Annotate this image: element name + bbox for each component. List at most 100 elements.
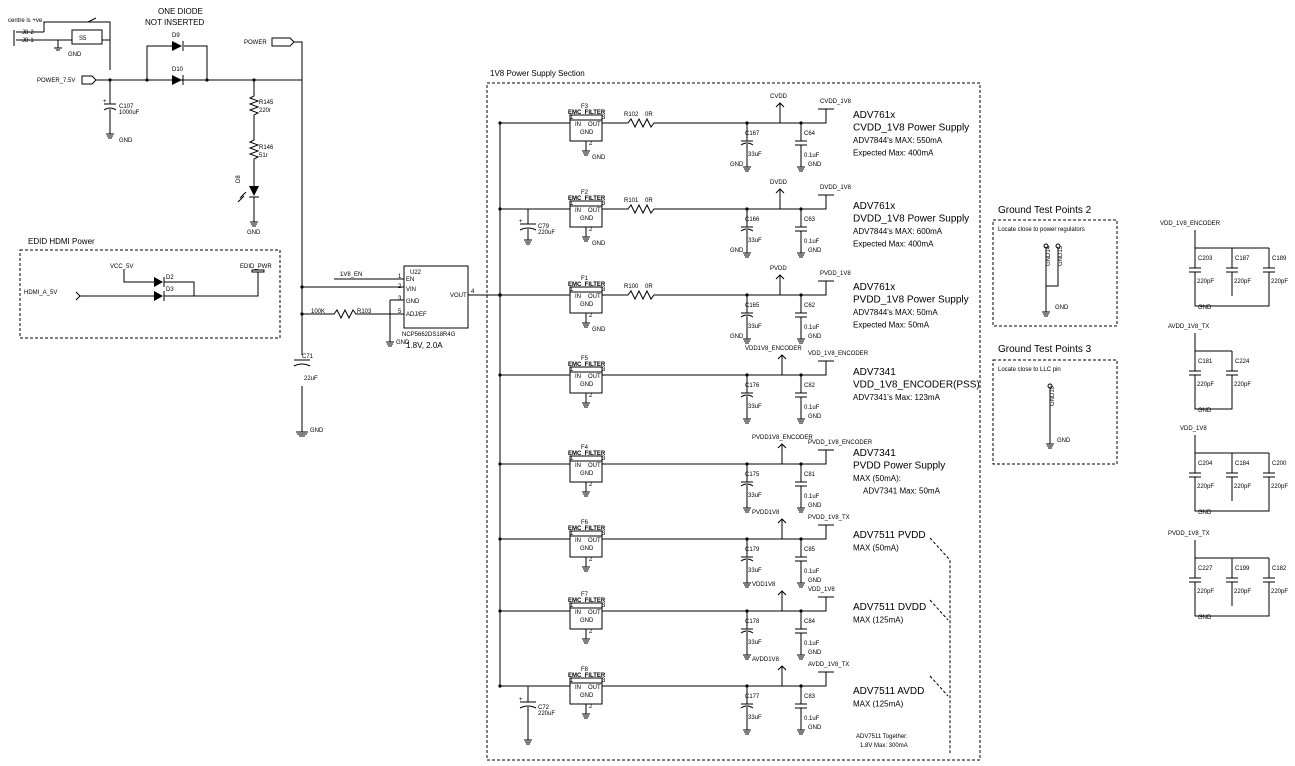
emc-filter <box>569 530 603 558</box>
decoupling-cap-ref: C189 <box>1272 256 1287 262</box>
decoupling-cap-ref: C200 <box>1272 461 1287 467</box>
gnd-tp3-title: Ground Test Points 3 <box>998 344 1092 355</box>
c107-ref: C107 <box>119 104 134 110</box>
u22-gnd: GND <box>396 340 410 346</box>
c107-gnd: GND <box>119 138 133 144</box>
filter-pin-2: 2 <box>589 629 593 635</box>
filter-title: EMC_FILTER <box>568 598 606 604</box>
switch-s5 <box>71 29 103 45</box>
supply-desc-line: ADV7511 DVDD <box>853 602 926 613</box>
c71-val: 22uF <box>304 376 318 382</box>
supply-desc-line: ADV7844's MAX: 50mA <box>853 308 938 317</box>
filter-out: OUT <box>588 463 601 469</box>
supply-desc-line: PVDD Power Supply <box>853 461 945 472</box>
decoupling-cap <box>1226 453 1238 501</box>
filter-out: OUT <box>588 610 601 616</box>
u22-pinnum-5: 5 <box>398 309 402 315</box>
decoupling-cap <box>1263 558 1275 606</box>
edid-hdmi: HDMI_A_5V <box>24 290 57 296</box>
filter-ref: F4 <box>581 445 589 451</box>
emc-filter <box>569 677 603 705</box>
filter-out: OUT <box>588 374 601 380</box>
cap-a-val: 33uF <box>748 568 762 574</box>
filter-pin-1: 1 <box>570 287 574 293</box>
filter-gnd-text: GND <box>580 130 594 136</box>
decoupling-group: VDD_1V8_ENCODERC203220pFC187220pFC189220… <box>1160 221 1288 311</box>
decoupling-cap <box>1189 351 1201 399</box>
cap-b-ref: C63 <box>804 217 816 223</box>
filter-ref: F8 <box>581 667 589 673</box>
decoupling-group: PVDD_1V8_TXC227220pFC199220pFC182220pFGN… <box>1168 531 1288 621</box>
filter-pin-1: 1 <box>570 367 574 373</box>
net-flag: VDD_1V8_ENCODER <box>808 351 869 357</box>
net-1v8-en: 1V8_EN <box>340 272 362 278</box>
filter-gnd-text: GND <box>580 471 594 477</box>
decoupling-cap-val: 220pF <box>1197 589 1214 595</box>
filter-pin-3: 3 <box>602 115 606 121</box>
filter-title: EMC_FILTER <box>568 526 606 532</box>
net-flag: CVDD_1V8 <box>820 99 852 105</box>
supply-desc-line: ADV761x <box>853 282 895 293</box>
decoupling-cap-val: 220pF <box>1271 484 1288 490</box>
filter-in: IN <box>575 294 581 300</box>
gnd-tp2-title: Ground Test Points 2 <box>998 205 1092 216</box>
emc-filter <box>569 114 603 142</box>
c72-val: 220uF <box>538 711 555 717</box>
gnd-tp2-gnd: GND <box>1055 305 1069 311</box>
filter-pin-2: 2 <box>589 227 593 233</box>
filter-gnd-text: GND <box>580 693 594 699</box>
filter-pin-2: 2 <box>589 482 593 488</box>
decoupling-net: VDD_1V8 <box>1180 426 1207 432</box>
decoupling-cap-val: 220pF <box>1271 589 1288 595</box>
filter-pin-1: 1 <box>570 456 574 462</box>
cap-b-val: 0.1uF <box>804 716 820 722</box>
cap-a-val: 33uF <box>748 640 762 646</box>
decoupling-cap-ref: C227 <box>1198 566 1213 572</box>
filter-out: OUT <box>588 294 601 300</box>
decoupling-cap-val: 220pF <box>1197 484 1214 490</box>
cap-a-ref: C175 <box>745 472 760 478</box>
filter-pin-2: 2 <box>589 557 593 563</box>
filter-title: EMC_FILTER <box>568 282 606 288</box>
cap-b-ref: C64 <box>804 131 816 137</box>
decoupling-cap-ref: C182 <box>1272 566 1287 572</box>
filter-title: EMC_FILTER <box>568 451 606 457</box>
resistor-val: 0R <box>645 112 653 118</box>
decoupling-cap-val: 220pF <box>1234 279 1251 285</box>
supply-desc-line: CVDD_1V8 Power Supply <box>853 123 969 134</box>
filter-pin-3: 3 <box>602 287 606 293</box>
filter-gnd-label: GND <box>592 241 606 247</box>
emc-filter <box>569 602 603 630</box>
node-label: PVDD1V8 <box>752 510 780 516</box>
cap-b-gnd: GND <box>808 162 822 168</box>
r146-ref: R146 <box>259 145 274 151</box>
node-label: PVDD1V8_ENCODER <box>752 435 813 441</box>
cap-a-ref: C178 <box>745 619 760 625</box>
supply-desc-line: ADV7844's MAX: 550mA <box>853 136 943 145</box>
net-flag: DVDD_1V8 <box>820 185 852 191</box>
filter-ref: F3 <box>581 104 589 110</box>
u22-pinnum-3: 3 <box>398 296 402 302</box>
decoupling-cap-val: 220pF <box>1197 382 1214 388</box>
d10-label: D10 <box>172 67 184 73</box>
decoupling-cap <box>1263 248 1275 296</box>
decoupling-cap <box>1226 248 1238 296</box>
filter-pin-3: 3 <box>602 201 606 207</box>
r103-val: 100K <box>311 309 325 315</box>
power75-flag <box>81 75 97 85</box>
node-label: CVDD <box>770 94 788 100</box>
diode-note-1: ONE DIODE <box>158 7 203 16</box>
r146-val: 51r <box>259 153 268 159</box>
r145-val: 220r <box>259 108 271 114</box>
edid-d3-icon <box>154 291 163 301</box>
c79-val: 220uF <box>538 230 555 236</box>
node-label: DVDD <box>770 180 788 186</box>
filter-title: EMC_FILTER <box>568 673 606 679</box>
cap-b-gnd: GND <box>808 725 822 731</box>
resistor-ref: R102 <box>624 112 639 118</box>
